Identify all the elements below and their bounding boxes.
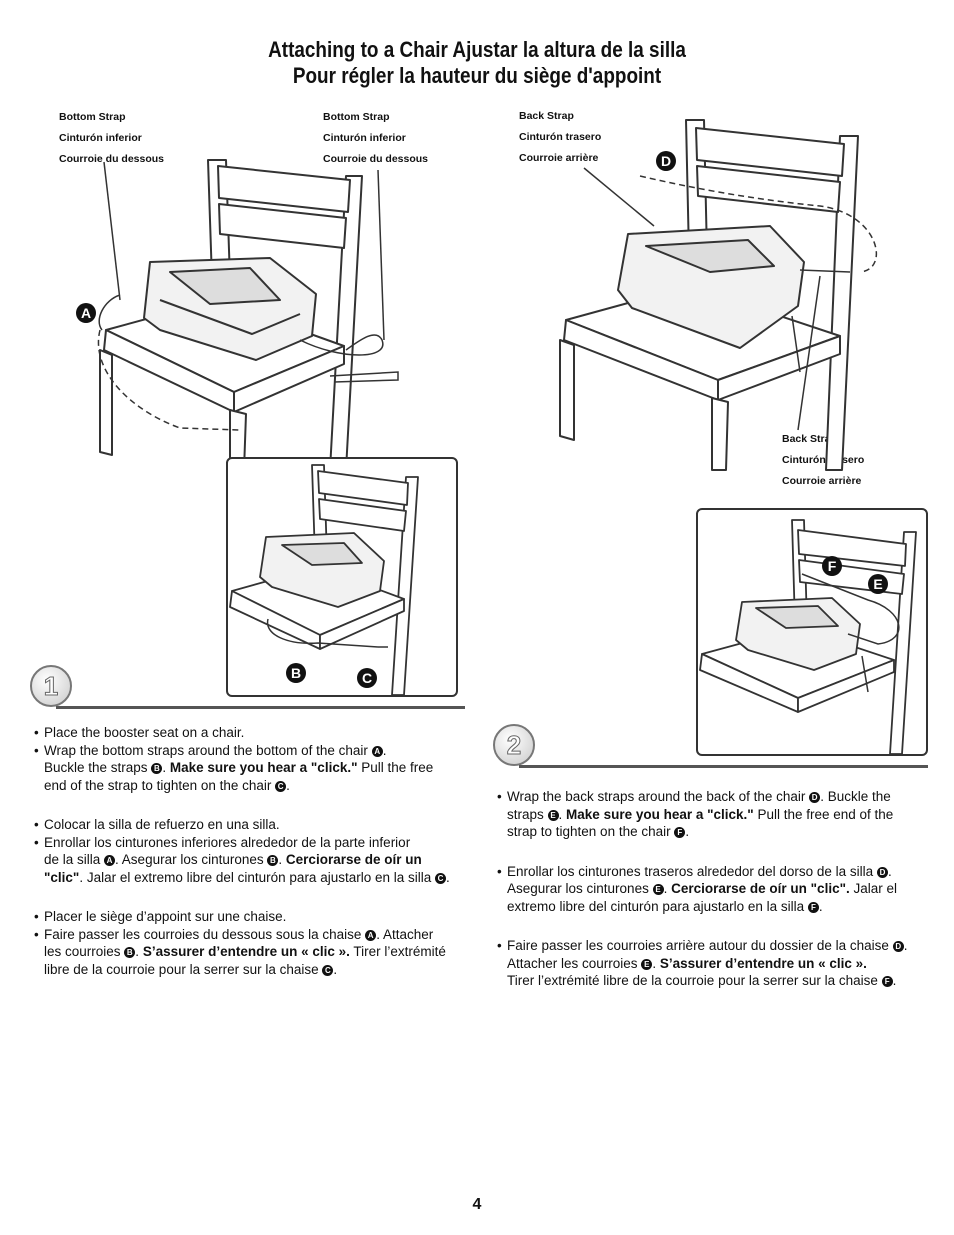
page-title-line-2: Pour régler la hauteur du siège d'appoin… bbox=[292, 63, 662, 88]
step-1-en-item-1: Place the booster seat on a chair. bbox=[34, 724, 464, 742]
badge-f-inline-icon: F bbox=[807, 901, 819, 913]
chair-inset-back-illustration bbox=[699, 519, 917, 755]
badge-f-inline-icon: F bbox=[674, 827, 686, 838]
badge-c-inline-icon: C bbox=[322, 964, 334, 976]
step-1-es-item-1: Colocar la silla de refuerzo en una sill… bbox=[34, 816, 464, 834]
badge-f-inline-icon: F bbox=[881, 976, 893, 987]
page-title-line-1: Attaching to a Chair Ajustar la altura d… bbox=[268, 37, 686, 62]
step-2-french: Faire passer les courroies arrière autou… bbox=[497, 937, 937, 990]
step-2-spanish: Enrollar los cinturones traseros alreded… bbox=[497, 863, 937, 916]
step-1-english: Place the booster seat on a chair. Wrap … bbox=[34, 724, 464, 794]
badge-d-inline-icon: D bbox=[809, 792, 821, 803]
badge-e-inline-icon: E bbox=[652, 884, 664, 895]
step-2-fr-item: Faire passer les courroies arrière autou… bbox=[497, 937, 937, 990]
badge-b-inline-icon: B bbox=[267, 855, 279, 866]
badge-d-inline-icon: D bbox=[892, 941, 904, 952]
step-2-english: Wrap the back straps around the back of … bbox=[497, 788, 937, 841]
step-1-french: Placer le siège d’appoint sur une chaise… bbox=[34, 908, 464, 978]
badge-e-inline-icon: E bbox=[547, 809, 559, 821]
badge-b-inline-icon: B bbox=[124, 947, 136, 958]
step-1-en-item-2: Wrap the bottom straps around the bottom… bbox=[34, 742, 464, 795]
badge-a-inline-icon: A bbox=[371, 745, 383, 757]
badge-c-inline-icon: C bbox=[435, 872, 447, 884]
step-1-fr-item-1: Placer le siège d’appoint sur une chaise… bbox=[34, 908, 464, 926]
step-1-number: 1 bbox=[30, 665, 72, 707]
step-1-fr-item-2: Faire passer les courroies du dessous so… bbox=[34, 926, 464, 979]
badge-e-icon: E bbox=[868, 574, 888, 594]
step-2-en-item: Wrap the back straps around the back of … bbox=[497, 788, 937, 841]
badge-b-icon: B bbox=[286, 663, 306, 683]
badge-e-inline-icon: E bbox=[641, 958, 653, 970]
badge-b-inline-icon: B bbox=[151, 763, 163, 774]
step-2-number: 2 bbox=[493, 724, 535, 766]
step-2-divider bbox=[519, 765, 928, 768]
badge-c-icon: C bbox=[357, 668, 377, 688]
step-2-instructions: Wrap the back straps around the back of … bbox=[497, 788, 937, 1012]
page-number: 4 bbox=[472, 1196, 482, 1213]
badge-d-inline-icon: D bbox=[876, 866, 888, 878]
step-1-spanish: Colocar la silla de refuerzo en una sill… bbox=[34, 816, 464, 886]
badge-c-inline-icon: C bbox=[275, 780, 287, 792]
step-2-es-item: Enrollar los cinturones traseros alreded… bbox=[497, 863, 937, 916]
step-1-divider bbox=[56, 706, 465, 709]
inset-back-buckle-detail bbox=[696, 508, 928, 756]
inset-buckle-detail bbox=[226, 457, 458, 697]
step-1-instructions: Place the booster seat on a chair. Wrap … bbox=[34, 724, 464, 1000]
step-1-es-item-2: Enrollar los cinturones inferiores alred… bbox=[34, 834, 464, 887]
badge-a-icon: A bbox=[76, 303, 96, 323]
badge-d-icon: D bbox=[656, 151, 676, 171]
badge-f-icon: F bbox=[822, 556, 842, 576]
chair-inset-illustration bbox=[229, 464, 419, 696]
badge-a-inline-icon: A bbox=[365, 929, 377, 941]
badge-a-inline-icon: A bbox=[104, 855, 116, 866]
